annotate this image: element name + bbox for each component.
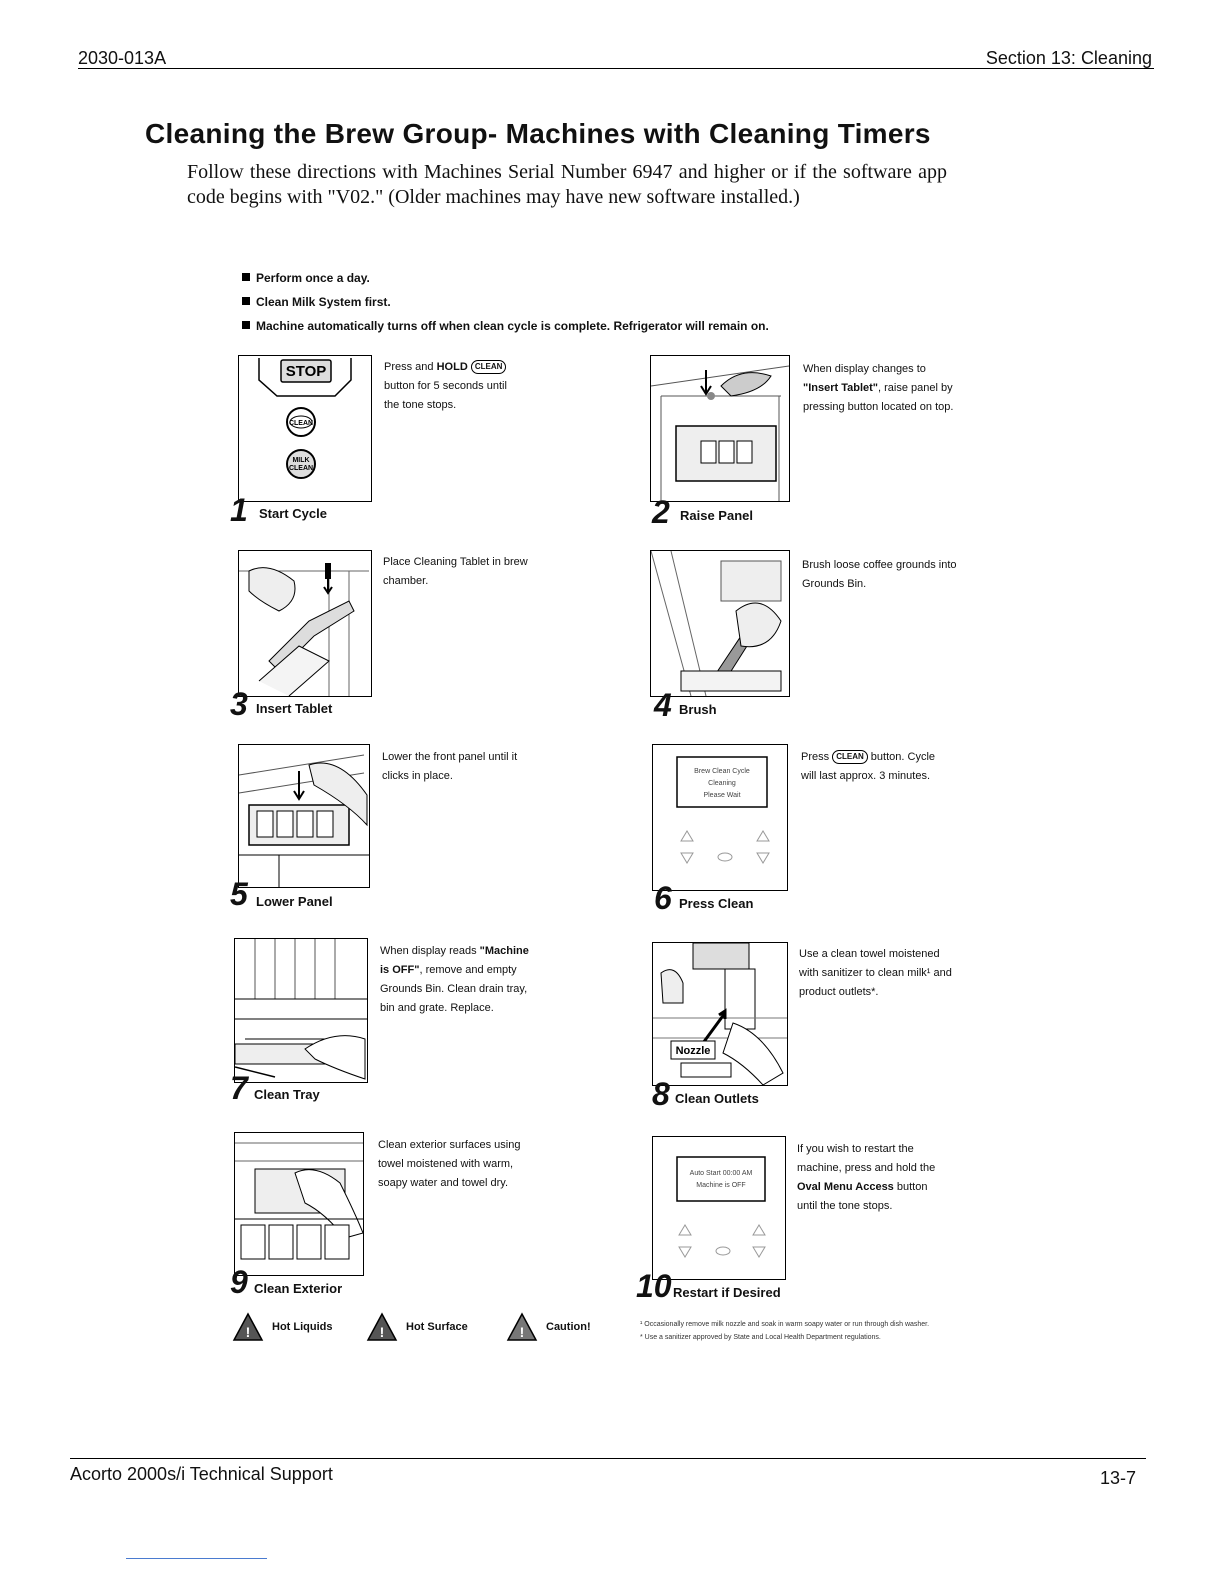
step-caption: Press CLEAN button. Cycle will last appr… [801, 750, 936, 782]
nozzle-label: Nozzle [676, 1045, 711, 1057]
step-number: 7 [230, 1070, 248, 1106]
warning-triangle-icon: ! [506, 1312, 538, 1341]
clean-button-icon: CLEAN [470, 360, 507, 375]
display-line: Machine is OFF [696, 1182, 745, 1189]
step-number: 9 [230, 1264, 248, 1300]
footer-rule [70, 1458, 1146, 1459]
step-6-illustration: Brew Clean Cycle Cleaning Please Wait [652, 744, 788, 891]
step-number: 3 [230, 686, 248, 722]
step-caption: If you wish to restart the machine, pres… [797, 1143, 936, 1212]
warning-hot-liquids: ! Hot Liquids [232, 1312, 333, 1342]
step-label: Start Cycle [259, 506, 327, 521]
clean-button-icon: CLEAN [832, 750, 868, 765]
step-caption: Press and HOLD CLEAN button for 5 second… [384, 360, 507, 411]
decorative-line [126, 1558, 267, 1559]
step-label: Raise Panel [680, 508, 753, 523]
footnotes: ¹ Occasionally remove milk nozzle and so… [640, 1318, 929, 1344]
warning-caution: ! Caution! [506, 1312, 591, 1342]
bullet-item: Clean Milk System first. [242, 290, 769, 314]
step-caption: When display reads "Machine is OFF", rem… [380, 945, 529, 1014]
step-label: Clean Tray [254, 1087, 320, 1102]
step-10-illustration: Auto Start 00:00 AM Machine is OFF [652, 1136, 786, 1280]
footer-title: Acorto 2000s/i Technical Support [70, 1464, 333, 1484]
step-number: 10 [636, 1268, 672, 1304]
warning-triangle-icon: ! [232, 1312, 264, 1341]
step-label: Restart if Desired [673, 1285, 781, 1300]
display-line: Cleaning [708, 780, 736, 787]
warning-hot-surface: ! Hot Surface [366, 1312, 468, 1342]
page-number: 13-7 [1100, 1468, 1137, 1488]
svg-text:!: ! [246, 1324, 251, 1340]
step-7-illustration [234, 938, 368, 1083]
step-caption: When display changes to "Insert Tablet",… [803, 363, 954, 413]
step-caption: Clean exterior surfaces using towel mois… [378, 1139, 521, 1189]
stop-button-label: STOP [286, 363, 327, 380]
step-number: 6 [654, 880, 672, 916]
footnote: * Use a sanitizer approved by State and … [640, 1334, 881, 1341]
step-number: 1 [230, 492, 248, 528]
step-label: Clean Outlets [675, 1091, 759, 1106]
header-section: Section 13: Cleaning [985, 48, 1152, 68]
warning-triangle-icon: ! [366, 1312, 398, 1341]
step-9-illustration [234, 1132, 364, 1276]
step-label: Press Clean [679, 896, 754, 911]
step-number: 5 [230, 876, 248, 912]
step-8-illustration: Nozzle [652, 942, 788, 1086]
bullet-list: Perform once a day. Clean Milk System fi… [242, 266, 769, 338]
step-number: 4 [654, 687, 672, 723]
page-title: Cleaning the Brew Group- Machines with C… [145, 118, 931, 149]
step-caption: Use a clean towel moistened with sanitiz… [799, 948, 952, 998]
step-caption: Place Cleaning Tablet in brew chamber. [383, 556, 528, 587]
step-label: Brush [679, 702, 717, 717]
svg-text:!: ! [520, 1324, 525, 1340]
display-line: Brew Clean Cycle [694, 768, 750, 775]
step-1-illustration: STOP CLEAN MILK CLEAN [238, 355, 372, 502]
step-caption: Lower the front panel until it clicks in… [382, 751, 518, 782]
step-3-illustration [238, 550, 372, 697]
step-label: Insert Tablet [256, 701, 333, 716]
footnote: ¹ Occasionally remove milk nozzle and so… [640, 1321, 930, 1328]
step-number: 8 [652, 1076, 670, 1112]
bullet-item: Perform once a day. [242, 266, 769, 290]
intro-text: Follow these directions with Machines Se… [187, 161, 947, 208]
step-number: 2 [652, 494, 670, 530]
step-4-illustration [650, 550, 790, 697]
header-rule [78, 68, 1154, 69]
display-line: Auto Start 00:00 AM [690, 1170, 753, 1177]
step-5-illustration [238, 744, 370, 888]
svg-text:CLEAN: CLEAN [289, 465, 313, 472]
step-2-illustration [650, 355, 790, 502]
svg-text:MILK: MILK [292, 457, 309, 464]
display-line: Please Wait [703, 792, 740, 799]
step-label: Clean Exterior [254, 1281, 343, 1296]
header-doc-number: 2030-013A [78, 48, 167, 68]
step-label: Lower Panel [256, 894, 333, 909]
svg-text:!: ! [380, 1324, 385, 1340]
step-caption: Brush loose coffee grounds into Grounds … [802, 559, 957, 590]
bullet-item: Machine automatically turns off when cle… [242, 314, 769, 338]
svg-text:CLEAN: CLEAN [289, 420, 313, 427]
